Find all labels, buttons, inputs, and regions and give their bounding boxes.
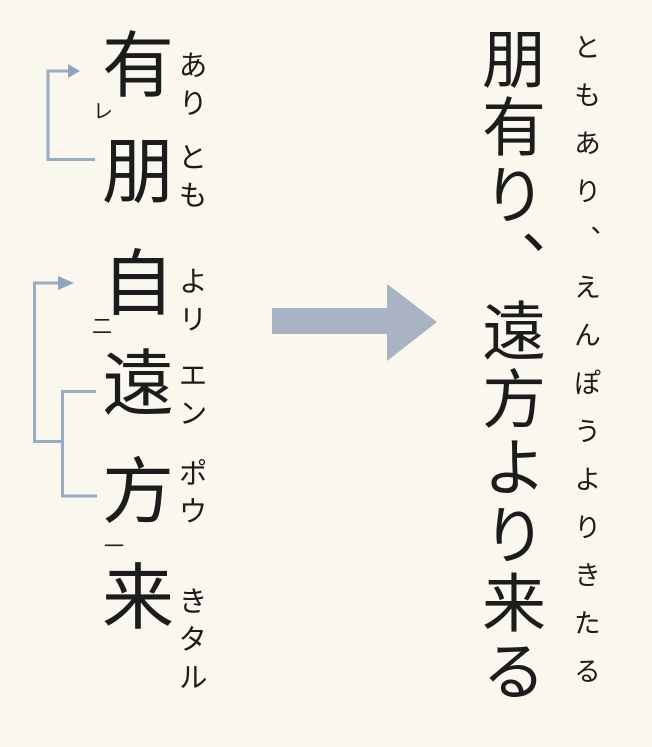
kanji-en: 遠 [101, 342, 174, 426]
kaeriten-re-mark: レ [93, 99, 113, 123]
ichi-ni-bracket-arrowhead-icon [58, 276, 74, 290]
furigana-kitaru: きタル [174, 586, 208, 700]
re-point-bracket-arrowhead-icon [68, 64, 80, 78]
reading-furigana: ともあり、えんぽうよりきたる [569, 33, 600, 705]
kaeriten-ni-mark: 二 [92, 314, 112, 338]
furigana-yori: よリ [174, 266, 208, 342]
kanji-rai: 来 [101, 556, 174, 640]
kanji-ji: 自 [101, 242, 174, 326]
furigana-ari: あり [174, 50, 208, 126]
kanji-tomo: 朋 [101, 130, 174, 214]
re-point-bracket [46, 69, 95, 161]
kanji-hou: 方 [101, 450, 174, 534]
arrow-right-icon [272, 284, 437, 361]
ichi-ni-bracket-outer [33, 281, 62, 443]
reading-text: 朋有り、遠方より来る [471, 26, 545, 706]
furigana-pou: ポウ [174, 458, 208, 534]
ichi-ni-bracket-inner [61, 390, 97, 498]
kanji-yuu: 有 [101, 24, 174, 108]
furigana-tomo: とも [174, 142, 208, 218]
kaeriten-ichi-mark: 一 [104, 534, 124, 558]
furigana-en: エン [174, 360, 208, 436]
